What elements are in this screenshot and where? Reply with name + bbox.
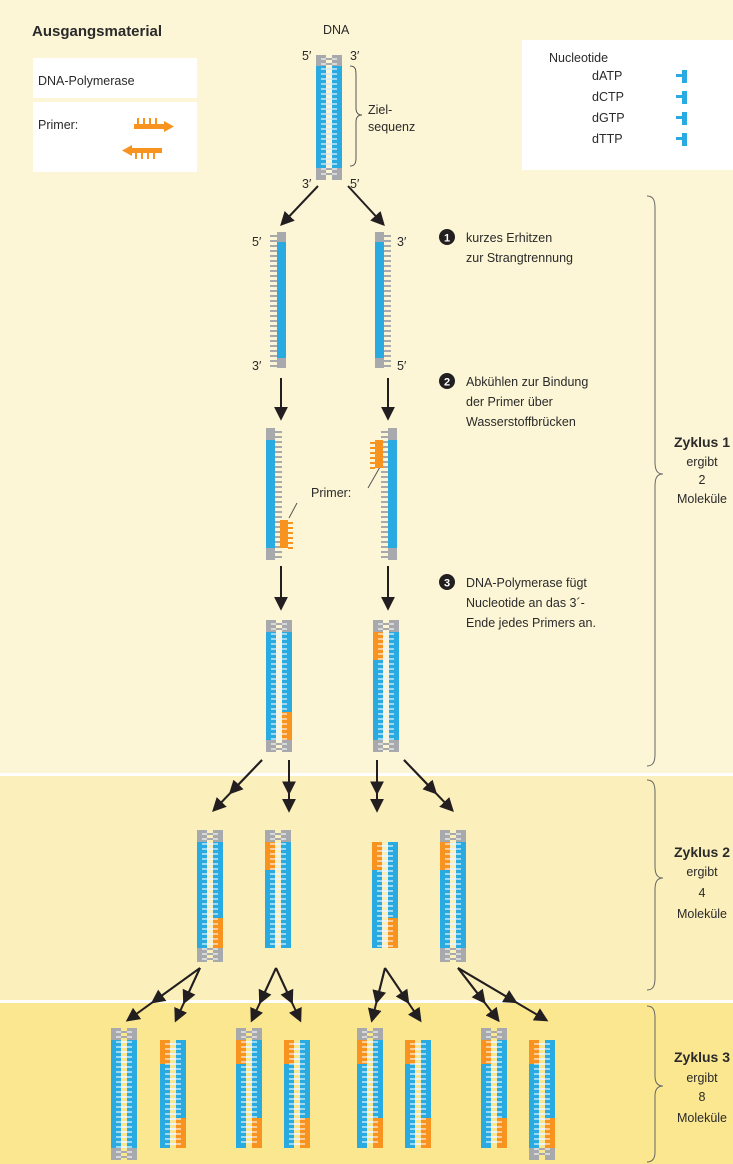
- strand-b-top-end: 3′: [397, 235, 407, 249]
- step-3-number: 3: [444, 578, 450, 590]
- target-sequence-label-2: sequenz: [368, 120, 415, 134]
- step-3-line-3: Ende jedes Primers an.: [466, 616, 596, 630]
- cycle-3-line-4: Moleküle: [677, 1111, 727, 1125]
- start-material-title: Ausgangsmaterial: [32, 23, 162, 40]
- cycle-1-line-4: Moleküle: [677, 492, 727, 506]
- nucleotide-dttp: dTTP: [592, 132, 623, 146]
- polymerase-label: DNA-Polymerase: [38, 74, 135, 88]
- cycle-2-title: Zyklus 2: [674, 844, 730, 860]
- step-1-line-2: zur Strangtrennung: [466, 251, 573, 265]
- dna-top-right-end: 3′: [350, 49, 360, 63]
- nucleotide-datp: dATP: [592, 69, 622, 83]
- strand-b-bottom-end: 5′: [397, 359, 407, 373]
- cycle-1-line-2: ergibt: [686, 455, 718, 469]
- target-sequence-label-1: Ziel-: [368, 103, 392, 117]
- cycle-2-line-2: ergibt: [686, 865, 718, 879]
- primer-legend-label: Primer:: [38, 118, 78, 132]
- cycle2-background: [0, 776, 733, 1000]
- strand-a-top-end: 5′: [252, 235, 262, 249]
- nucleotide-dgtp: dGTP: [592, 111, 625, 125]
- dna-top-left-end: 5′: [302, 49, 312, 63]
- step-3-line-1: DNA-Polymerase fügt: [466, 576, 587, 590]
- nucleotide-title: Nucleotide: [549, 51, 608, 65]
- cycle-2-line-4: Moleküle: [677, 907, 727, 921]
- step-2-number: 2: [444, 377, 450, 389]
- step-2-line-3: Wasserstoffbrücken: [466, 415, 576, 429]
- dna-bottom-left-end: 3′: [302, 177, 312, 191]
- step-1-number: 1: [444, 233, 450, 245]
- strand-a-bottom-end: 3′: [252, 359, 262, 373]
- cycle-1-title: Zyklus 1: [674, 434, 730, 450]
- cycle-3-line-2: ergibt: [686, 1071, 718, 1085]
- cycle-1-count: 2: [699, 473, 706, 487]
- primer-callout-label: Primer:: [311, 486, 351, 500]
- cycle-3-count: 8: [699, 1090, 706, 1104]
- nucleotide-dctp: dCTP: [592, 90, 624, 104]
- step-3-line-2: Nucleotide an das 3´-: [466, 596, 585, 610]
- primer-box: [33, 102, 197, 172]
- primer-a: [280, 520, 288, 548]
- step-2-line-2: der Primer über: [466, 395, 553, 409]
- step-1-line-1: kurzes Erhitzen: [466, 231, 552, 245]
- primer-b: [375, 440, 383, 468]
- dna-title: DNA: [323, 23, 350, 37]
- cycle-2-count: 4: [699, 886, 706, 900]
- cycle-3-title: Zyklus 3: [674, 1049, 730, 1065]
- step-2-line-1: Abkühlen zur Bindung: [466, 375, 588, 389]
